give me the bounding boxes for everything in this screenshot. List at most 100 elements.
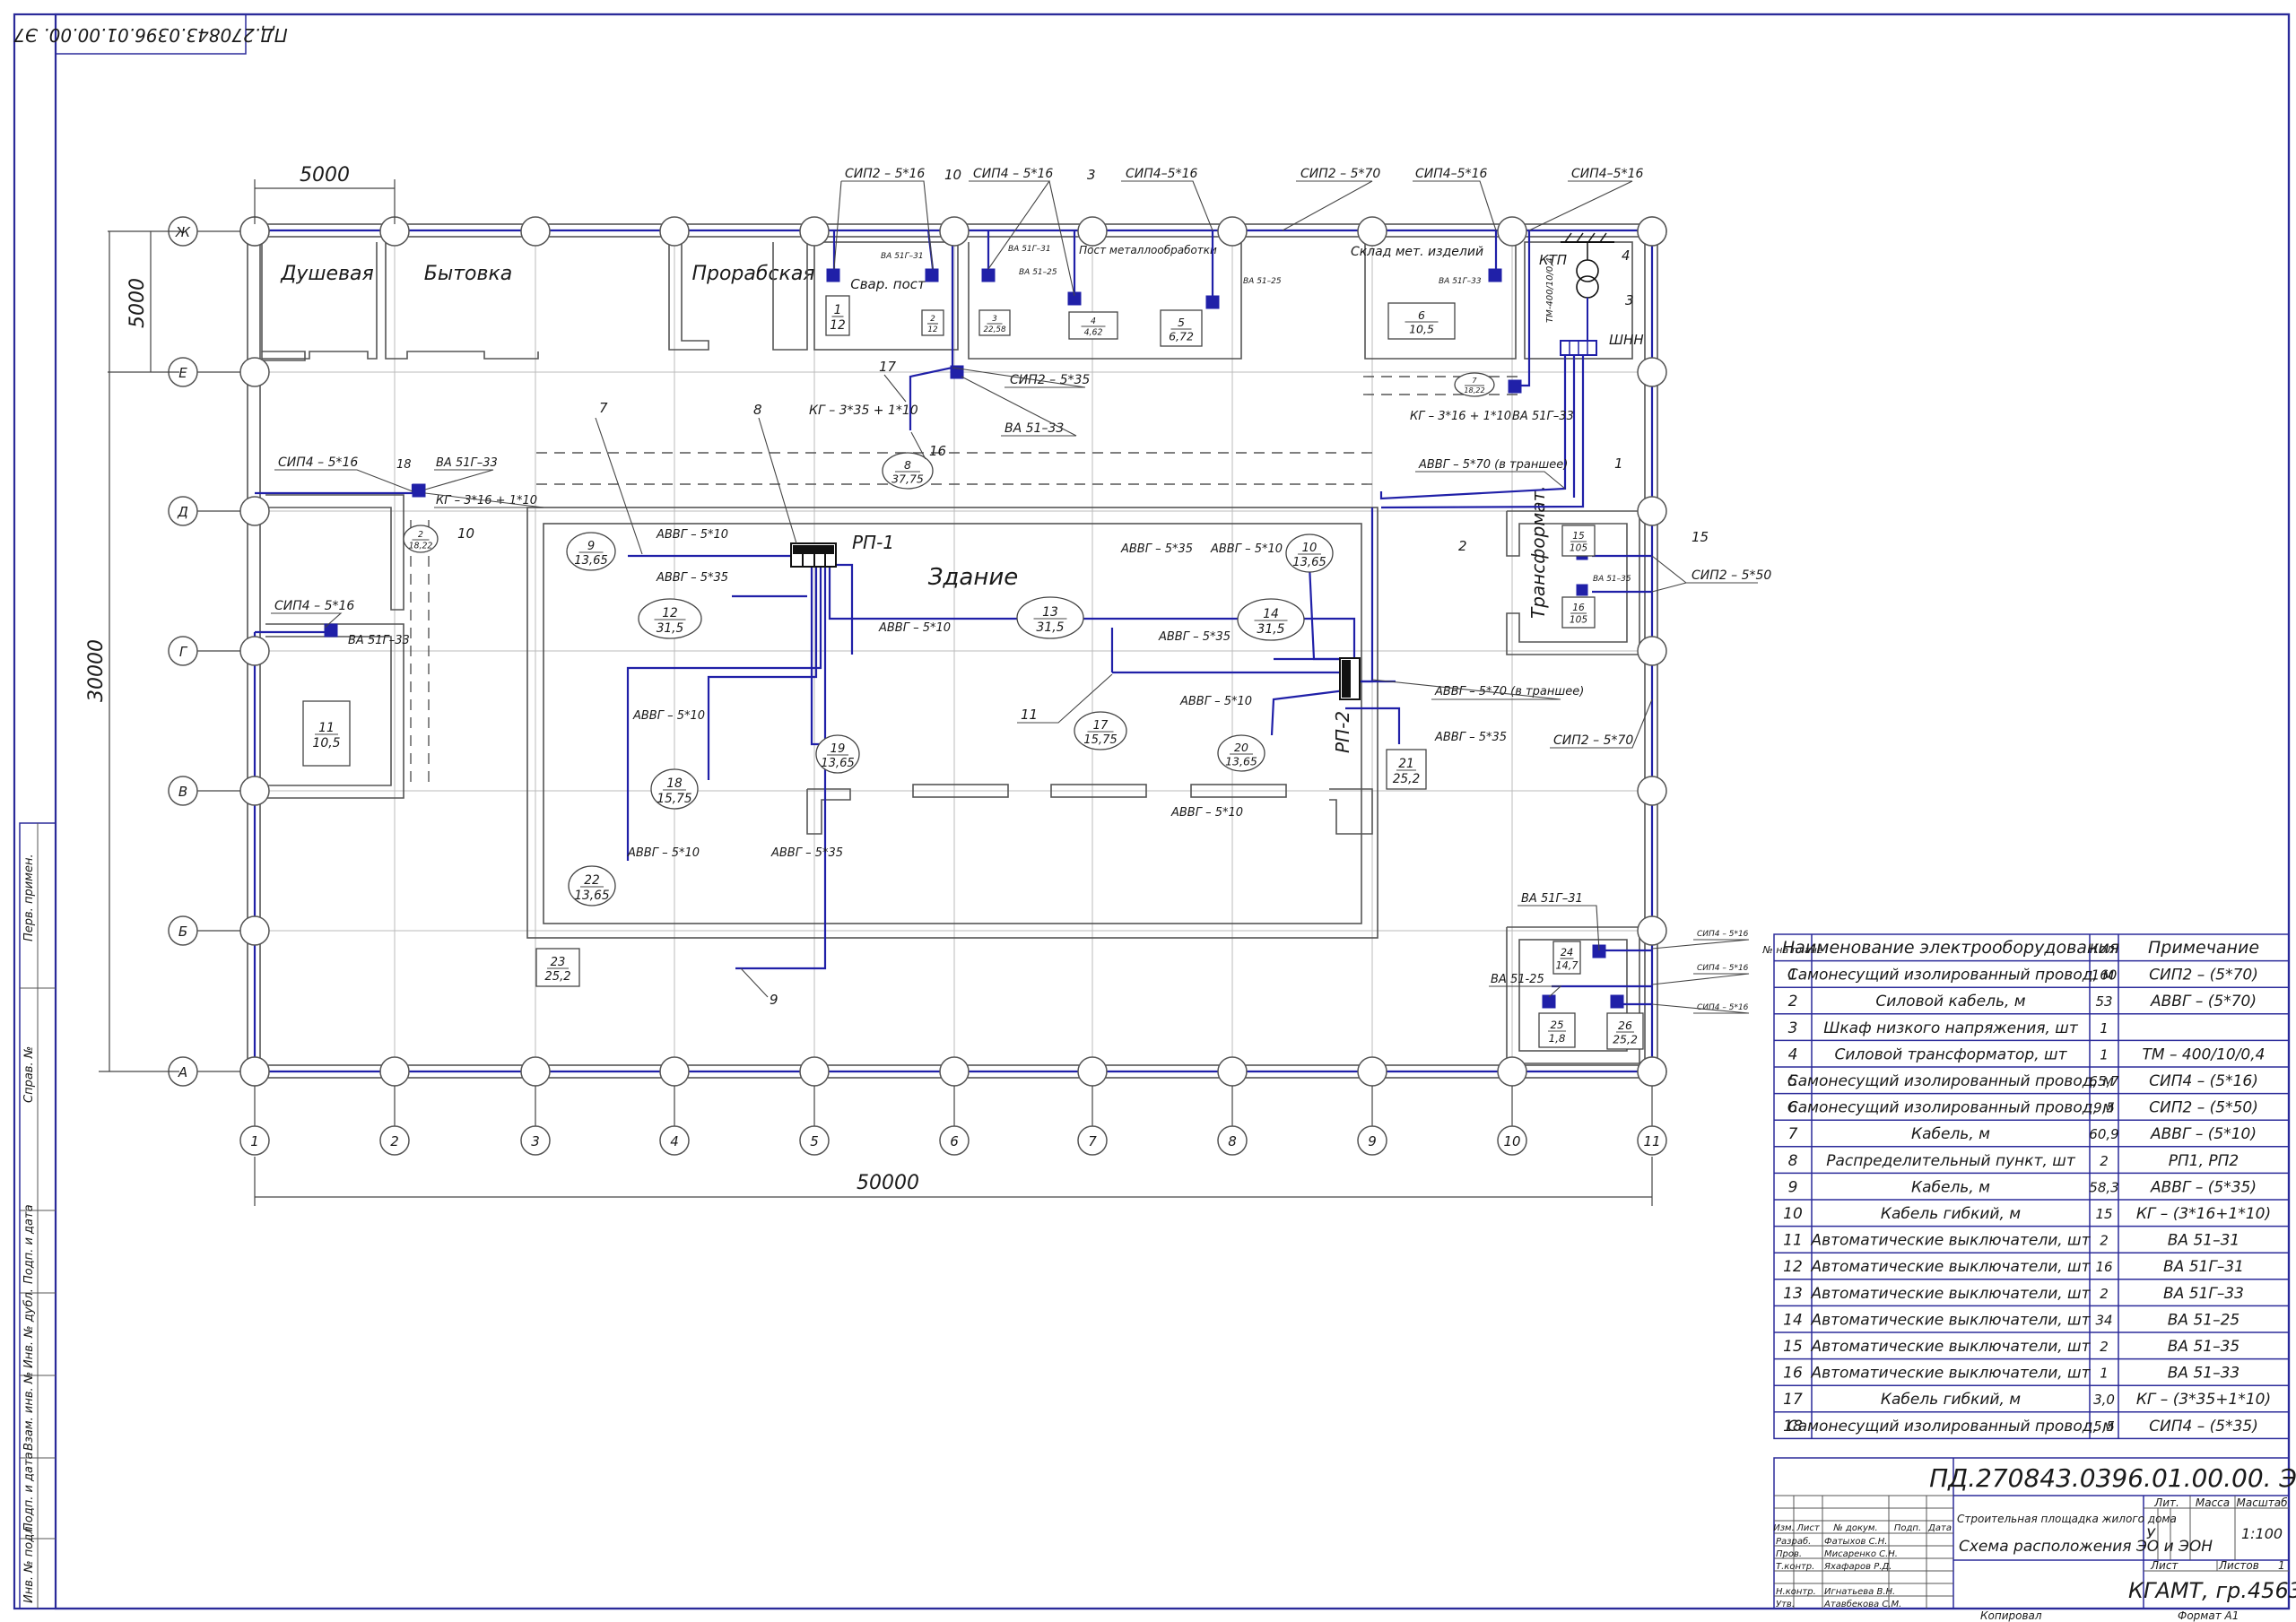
axis-row-label-circle (168, 496, 198, 526)
callout-11: 11 (1021, 707, 1038, 723)
axis-row-marker-right (1637, 776, 1667, 806)
table-cell: 15 (2095, 1206, 2112, 1222)
axis-col-label-circle (520, 1125, 551, 1156)
table-cell: 2 (2100, 1233, 2109, 1249)
callout-9: 9 (770, 992, 778, 1008)
table-cell: 13 (1783, 1285, 1803, 1303)
table-cell: 16 (2095, 1259, 2112, 1275)
table-cell: СИП4 – (5*16) (2149, 1072, 2258, 1090)
table-cell: 5,5 (2093, 1418, 2115, 1435)
equipment-power: 25,2 (1393, 772, 1421, 786)
axis-col-label: 4 (670, 1133, 679, 1149)
axis-row-label: А (178, 1064, 187, 1080)
axis-row-label-circle (168, 636, 198, 666)
axis-col-label-circle (379, 1125, 410, 1156)
axis-col-label: 9 (1368, 1133, 1377, 1149)
equipment-power: 105 (1570, 542, 1588, 554)
lbl-sip4-16-c: СИП4–5*16 (1415, 167, 1487, 181)
table-cell: СИП2 – (5*70) (2149, 967, 2258, 984)
lbl-va-small-2: ВА 51Г–31 (1008, 245, 1051, 254)
rp1-bus (793, 545, 834, 554)
table-cell: ВА 51–33 (2168, 1365, 2239, 1383)
lbl-avvg-10-e: АВВГ – 5*10 (1210, 542, 1283, 556)
equipment-number: 18 (666, 776, 683, 791)
table-cell: СИП4 – (5*35) (2149, 1418, 2258, 1436)
title-block-role: Утв. (1776, 1600, 1795, 1609)
axis-col-label-circle (1077, 1125, 1108, 1156)
equipment-number: 6 (1418, 308, 1425, 322)
equipment-power: 31,5 (1257, 622, 1284, 637)
axis-col-label: 10 (1503, 1133, 1520, 1149)
axis-row-label-circle (168, 776, 198, 806)
axis-col-label-circle (1497, 1125, 1527, 1156)
equipment-power: 18,22 (1464, 386, 1484, 395)
room-shower: Душевая (280, 263, 374, 285)
equipment-power: 15,75 (1083, 733, 1118, 747)
callout-7: 7 (599, 400, 608, 416)
callout-17: 17 (879, 359, 897, 375)
top-stamp: ПД.270843.0396.01.00.00. Э7 (13, 13, 288, 55)
breaker-11a (826, 268, 840, 282)
table-cell: 4 (1788, 1045, 1798, 1063)
lbl-avvg-10-g: АВВГ – 5*10 (1170, 806, 1243, 820)
axis-col-top-marker (659, 216, 690, 247)
tb-lit-header: Лит. (2153, 1496, 2179, 1509)
lbl-avvg-10-d: АВВГ – 5*10 (627, 846, 700, 860)
equipment-number: 26 (1618, 1019, 1632, 1032)
title-block-col-header: Изм. (1773, 1523, 1795, 1533)
table-cell: Шкаф низкого напряжения, шт (1823, 1019, 2079, 1037)
axis-row-marker-right (1637, 915, 1667, 946)
breaker-left2 (324, 623, 338, 638)
table-cell: 10 (1783, 1205, 1803, 1223)
table-cell: 12 (1783, 1258, 1803, 1276)
axis-col-label: 8 (1228, 1133, 1237, 1149)
equipment-number: 10 (1302, 542, 1318, 555)
equipment-item: 112 (825, 295, 850, 336)
table-cell: 34 (2095, 1312, 2112, 1328)
equipment-number: 22 (584, 873, 600, 888)
table-cell: Автоматические выключатели, шт (1810, 1232, 2091, 1250)
shn-label: ШНН (1609, 332, 1644, 348)
title-block-name: Игнатьева В.Н. (1824, 1587, 1895, 1597)
lbl-va-51g-31-br: ВА 51Г–31 (1521, 892, 1583, 906)
equipment-number: 1 (834, 303, 842, 317)
equipment-power: 25,2 (544, 970, 570, 984)
axis-col-label: 5 (810, 1133, 819, 1149)
lbl-sip2-50: СИП2 – 5*50 (1692, 568, 1771, 583)
building-label: Здание (928, 564, 1018, 591)
equipment-number: 25 (1550, 1019, 1563, 1031)
side-label-1: Перв. примен. (22, 854, 36, 941)
temporary-buildings: Душевая Бытовка Прорабская Свар. пост По… (261, 241, 1633, 362)
equipment-power: 13,65 (574, 889, 609, 903)
equipment-power: 10,5 (312, 736, 340, 750)
tb-copied: Копировал (1980, 1609, 2042, 1622)
breaker-va5125 (1205, 295, 1220, 309)
table-cell: 9 (1788, 1178, 1798, 1196)
lbl-va-51-25-br: ВА 51-25 (1491, 973, 1544, 986)
axis-col-label-circle (939, 1125, 970, 1156)
title-block-role: Н.контр. (1776, 1587, 1816, 1597)
room-foreman: Прорабская (691, 263, 814, 285)
table-cell: КГ – (3*16+1*10) (2136, 1205, 2271, 1223)
lbl-avvg-35-b: АВВГ – 5*35 (770, 846, 843, 860)
top-stamp-text: ПД.270843.0396.01.00.00. Э7 (13, 24, 288, 46)
table-cell: 9,5 (2093, 1100, 2115, 1116)
equipment-number: 7 (1472, 376, 1477, 385)
lbl-kg-35: КГ – 3*35 + 1*10 (809, 403, 918, 418)
equipment-number: 12 (662, 606, 678, 620)
table-cell: Автоматические выключатели, шт (1810, 1258, 2091, 1276)
equipment-number: 5 (1178, 316, 1185, 329)
lbl-sip4-16-br2: СИП4 – 5*16 (1697, 964, 1749, 973)
table-cell: 2 (1788, 993, 1798, 1010)
table-cell: 1 (2100, 1046, 2109, 1063)
side-label-7: Инв. № подл. (22, 1522, 36, 1603)
equipment-number: 2 (930, 315, 935, 324)
table-cell: Силовой трансформатор, шт (1835, 1045, 2068, 1063)
equipment-power: 13,65 (1225, 755, 1257, 768)
title-block-name: Мисаренко С.Н. (1824, 1549, 1898, 1559)
lbl-sip2-16: СИП2 – 5*16 (845, 167, 925, 181)
